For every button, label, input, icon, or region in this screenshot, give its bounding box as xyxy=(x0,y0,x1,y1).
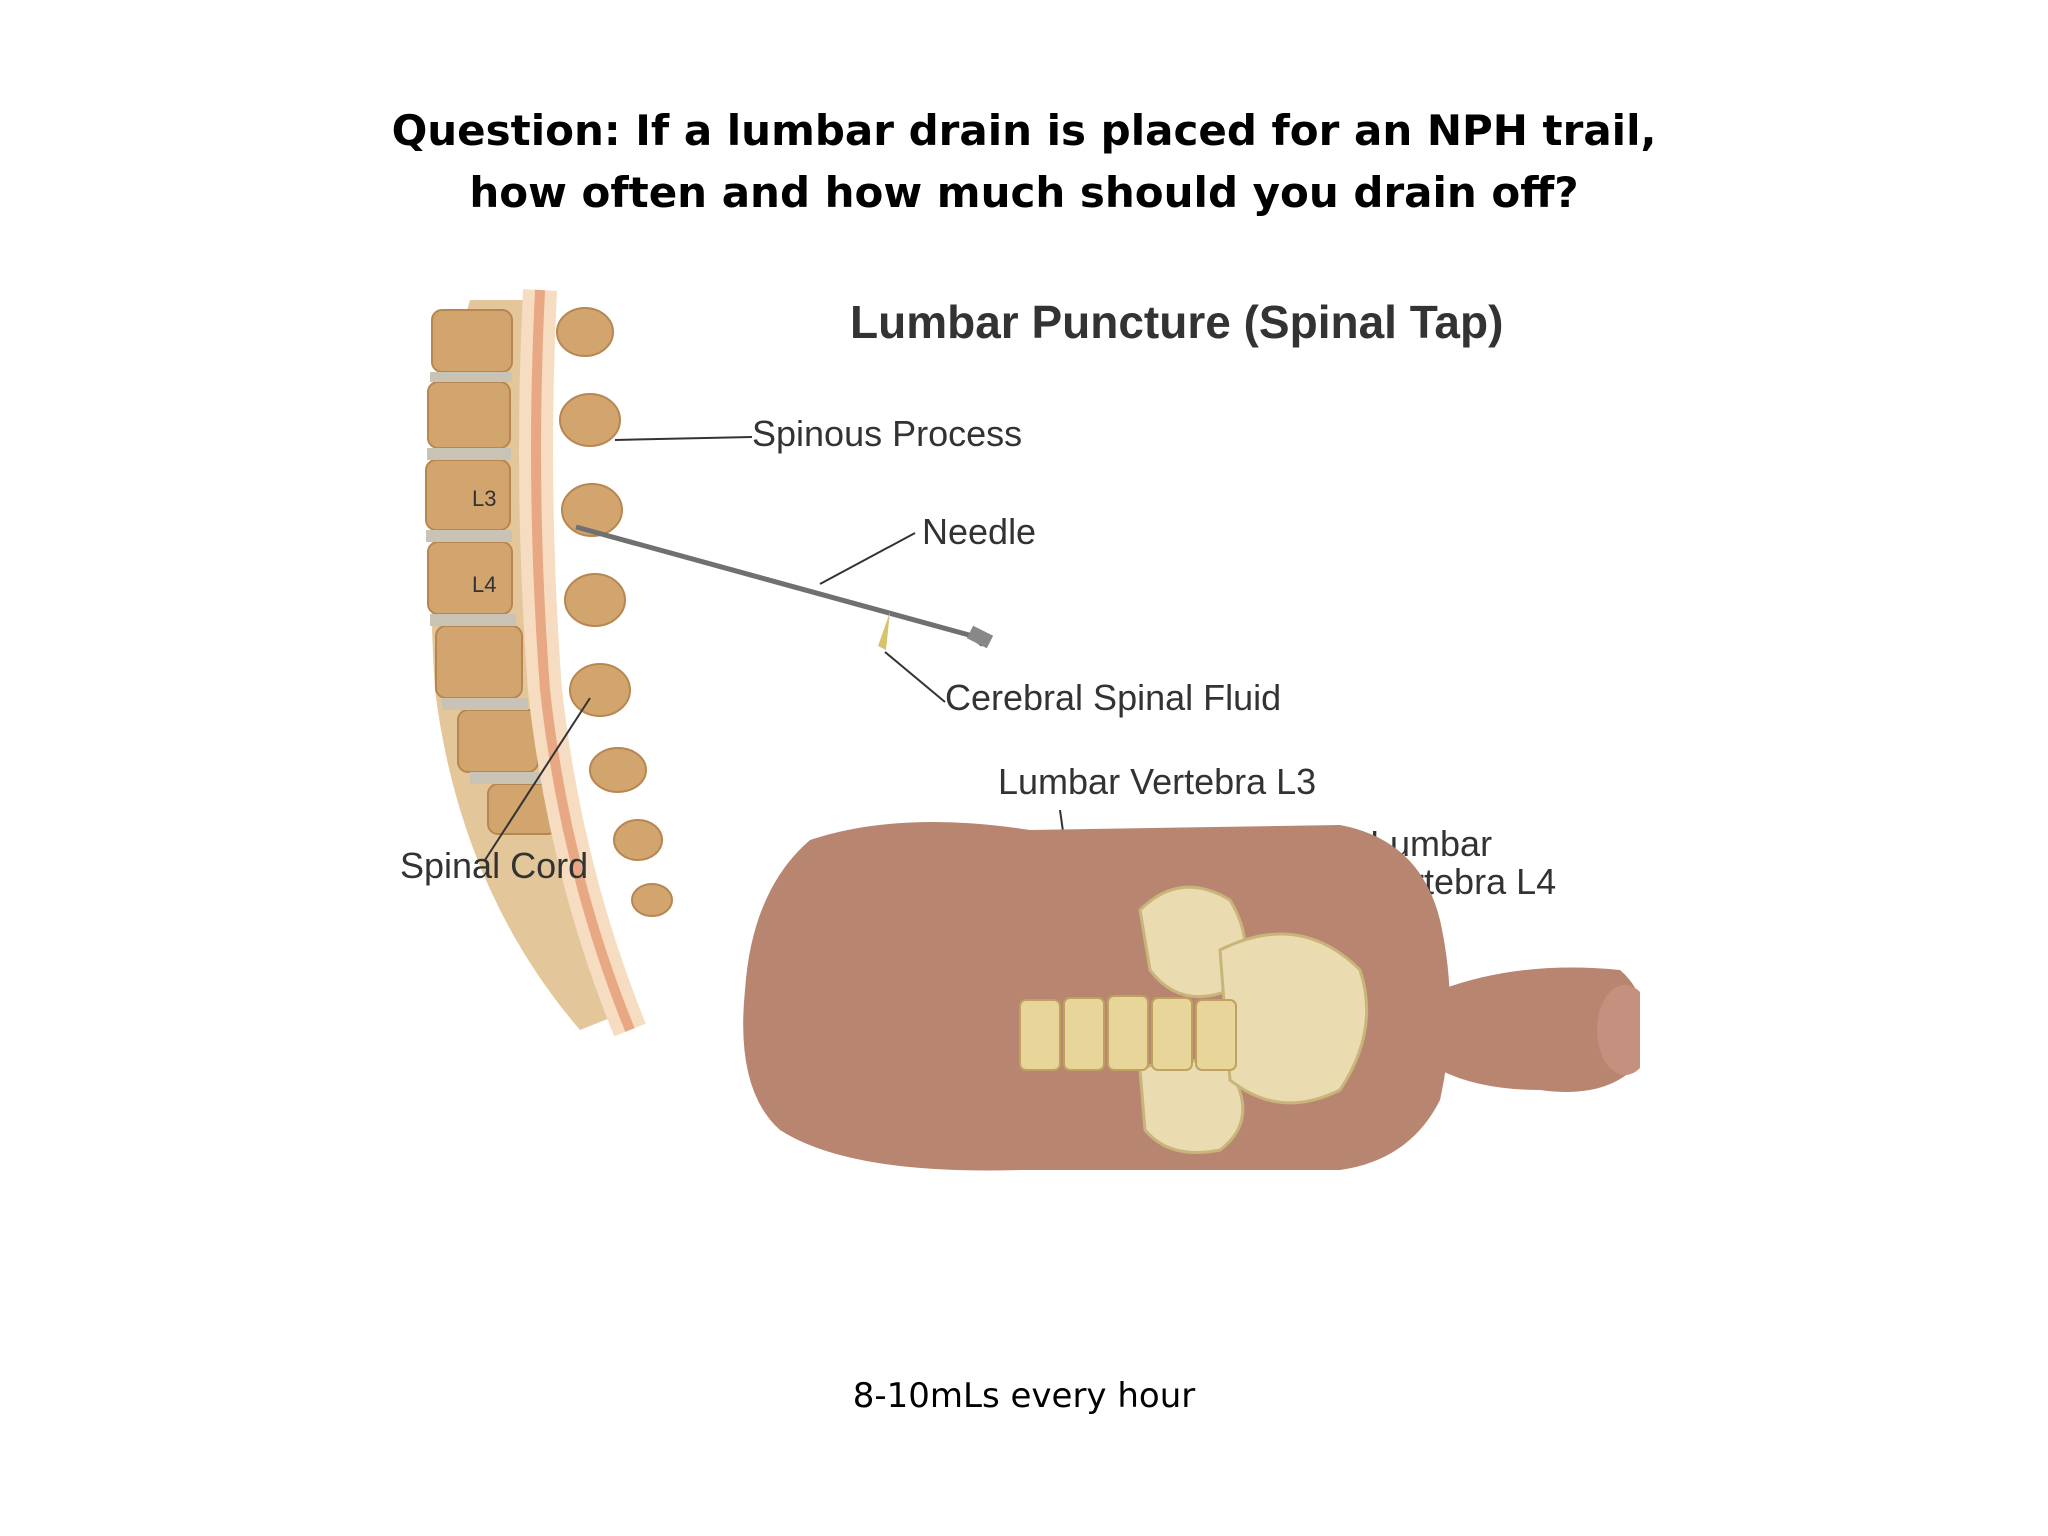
lumbar-vertebra-l3-label: Lumbar Vertebra L3 xyxy=(998,761,1316,802)
spinous-process-label: Spinous Process xyxy=(752,413,1022,454)
slide-title: Question: If a lumbar drain is placed fo… xyxy=(0,100,2048,224)
needle xyxy=(575,524,994,650)
answer-text: 8-10mLs every hour xyxy=(852,1376,1196,1416)
illustration-title: Lumbar Puncture (Spinal Tap) xyxy=(850,296,1503,348)
l3-label: L3 xyxy=(472,486,496,511)
question-line-1: Question: If a lumbar drain is placed fo… xyxy=(391,106,1657,155)
spinal-cord-label: Spinal Cord xyxy=(400,845,588,886)
spine-cross-section: L3 L4 xyxy=(425,289,673,1037)
question-line-2: how often and how much should you drain … xyxy=(469,168,1579,217)
needle-label: Needle xyxy=(922,511,1036,552)
patient-body xyxy=(743,822,1640,1171)
csf-label: Cerebral Spinal Fluid xyxy=(945,677,1281,718)
lumbar-puncture-illustration: Lumbar Puncture (Spinal Tap) xyxy=(380,270,1640,1270)
l4-label: L4 xyxy=(472,572,496,597)
